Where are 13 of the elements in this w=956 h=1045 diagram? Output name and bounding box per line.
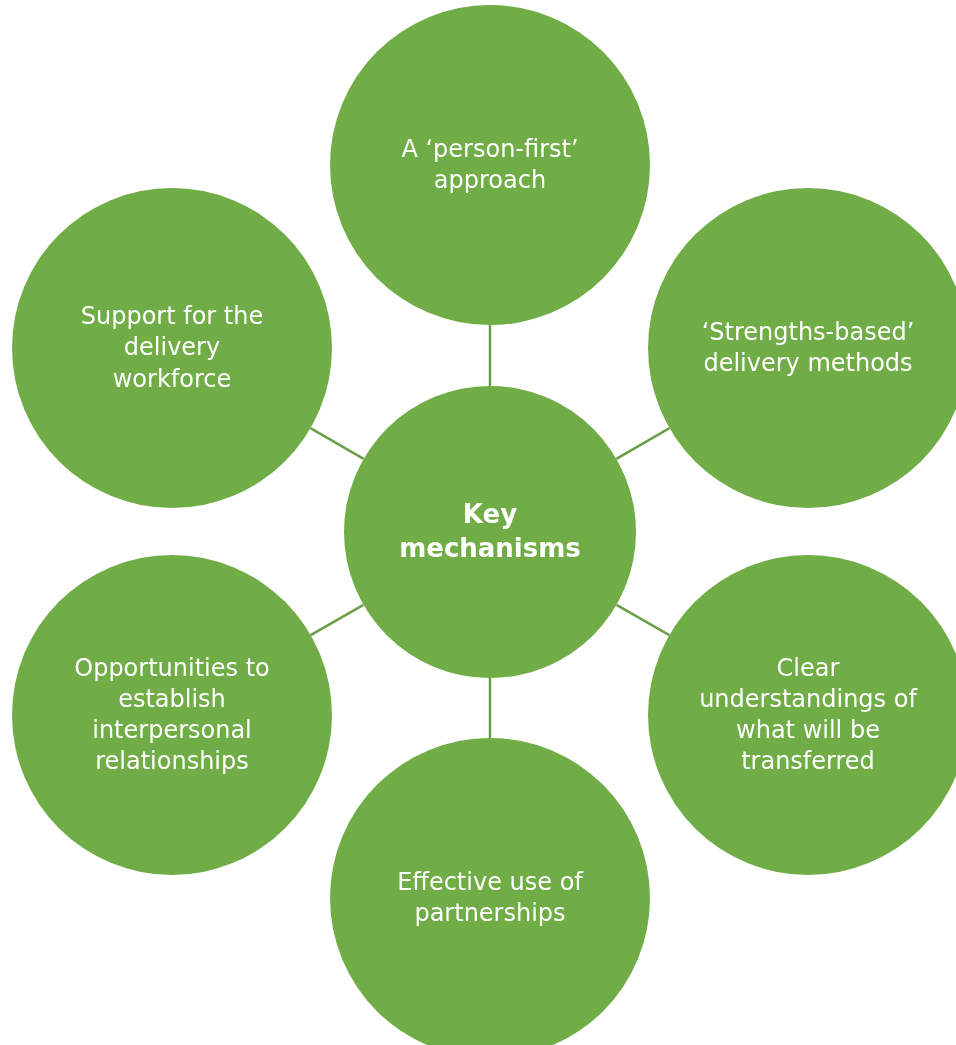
circle-label: Effective use of partnerships (396, 866, 585, 929)
connector-line (488, 678, 492, 738)
connector-line (310, 603, 365, 637)
circle-label: Key mechanisms (398, 498, 582, 565)
circle-label: ‘Strengths-based’ delivery methods (700, 316, 916, 379)
connector-line (615, 427, 671, 460)
connector-line (615, 603, 670, 637)
circle-label: Opportunities to establish interpersonal relationships (73, 652, 271, 778)
circle-label: Support for the delivery workforce (79, 301, 265, 395)
circle-label: A ‘person-first’ approach (400, 133, 580, 196)
connector-line (309, 427, 365, 460)
circle-label: Clear understandings of what will be transferred (698, 652, 918, 778)
connector-line (488, 325, 492, 386)
